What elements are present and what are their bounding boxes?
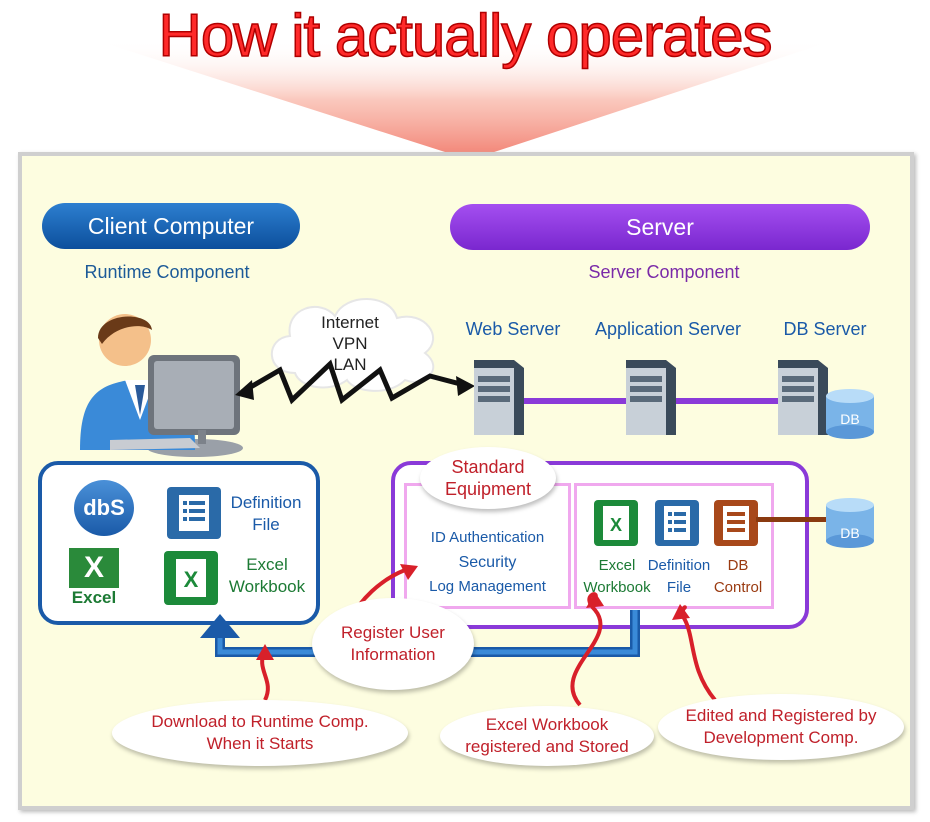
excel-logo-label: Excel [71,588,117,607]
server-excel-workbook-label: Excel Workbook [583,557,651,596]
definition-file-icon [167,487,221,539]
title-arrow [95,40,835,160]
db-label: DB [840,411,860,427]
svg-text:X: X [184,567,199,592]
server-definition-file-label: Definition File [647,557,711,596]
runtime-component-label: Runtime Component [84,262,250,282]
db-cylinder-icon [826,389,874,439]
svg-text:X: X [610,515,622,535]
web-server-label: Web Server [465,319,561,339]
download-runtime-callout: Download to Runtime Comp. When it Starts [112,700,408,766]
server-excel-workbook-icon: X [594,500,638,546]
id-authentication-label: ID Authentication [430,529,545,546]
application-server-icon [626,360,676,435]
client-definition-file-label: Definition File [230,493,302,534]
security-label: Security [458,554,517,571]
server-component-label: Server Component [588,262,740,282]
db-control-link [756,498,874,548]
db-control-icon [714,500,758,546]
register-user-information-callout: Register User Information [312,598,474,690]
server-chain [474,360,874,439]
vpn-label: VPN [332,334,368,353]
dbs-logo: dbS [74,480,134,536]
server-header: Server [450,204,870,250]
standard-equipment-bubble: Standard Equipment [420,447,556,509]
excel-logo-icon: X Excel [66,548,122,608]
network-link [235,359,475,405]
network-cloud-icon [270,298,435,392]
network-labels: Internet VPN LAN [310,312,390,375]
excel-workbook-registered-callout: Excel Workbook registered and Stored [440,706,654,766]
log-management-label: Log Management [429,578,546,595]
excel-workbook-icon: X [164,551,218,605]
client-computer-header: Client Computer [42,203,300,249]
user-computer-icon [80,314,243,457]
page-title: How it actually operates [158,1,773,70]
client-excel-workbook-label: Excel Workbook [228,555,306,596]
internet-label: Internet [321,313,379,332]
web-server-icon [474,360,524,435]
db-server-icon [778,360,828,435]
db-control-label: DB Control [713,557,763,596]
server-definition-file-icon [655,500,699,546]
lan-label: LAN [333,355,367,374]
db-server-label: DB Server [783,319,867,339]
edited-registered-callout: Edited and Registered by Development Com… [658,694,904,760]
db-label-2: DB [840,525,860,541]
application-server-label: Application Server [594,319,742,339]
